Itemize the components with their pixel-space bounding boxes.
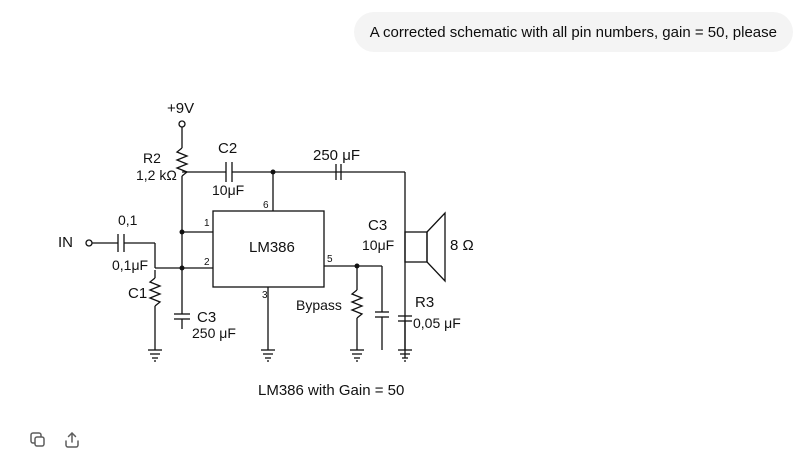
speaker-label: 8 Ω [450, 237, 474, 254]
c1-value2-label: 0,1μF [112, 257, 148, 273]
user-message-text: A corrected schematic with all pin numbe… [369, 23, 777, 41]
output-cap-label: 250 μF [313, 147, 360, 164]
r3-name-label: R3 [415, 294, 434, 311]
caption-label: LM386 with Gain = 50 [258, 382, 404, 399]
pin1-label: 1 [204, 218, 210, 229]
c1-value-label: 0,1 [118, 212, 138, 228]
c3-name-label: C3 [368, 217, 387, 234]
supply-label: +9V [167, 100, 194, 117]
supply-terminal [178, 120, 186, 128]
chip-label: LM386 [249, 239, 295, 256]
pin5-label: 5 [327, 254, 333, 265]
share-icon [65, 432, 79, 448]
c2-name-label: C2 [218, 140, 237, 157]
pin3-label: 3 [262, 290, 268, 301]
c3b-name-label: C3 [197, 309, 216, 326]
c3-value-label: 10μF [362, 237, 394, 253]
r2-name-label: R2 [143, 150, 161, 166]
user-message-bubble: A corrected schematic with all pin numbe… [353, 12, 793, 52]
c3b-value-label: 250 μF [192, 325, 236, 341]
speaker-symbol [404, 231, 428, 263]
share-button[interactable] [60, 428, 84, 452]
r3-value-label: 0,05 μF [413, 315, 461, 331]
c2-value-label: 10μF [212, 182, 244, 198]
input-label: IN [58, 234, 73, 251]
message-actions [26, 428, 84, 452]
copy-icon [30, 432, 45, 447]
bypass-label: Bypass [296, 297, 342, 313]
pin2-label: 2 [204, 257, 210, 268]
copy-button[interactable] [26, 428, 50, 452]
pin6-label: 6 [263, 200, 269, 211]
input-terminal [85, 239, 93, 247]
c1-name-label: C1 [128, 285, 147, 302]
r2-value-label: 1,2 kΩ [136, 167, 177, 183]
r2-resistor [175, 147, 189, 177]
lm386-chip [212, 210, 325, 288]
speaker-cone [426, 211, 446, 283]
